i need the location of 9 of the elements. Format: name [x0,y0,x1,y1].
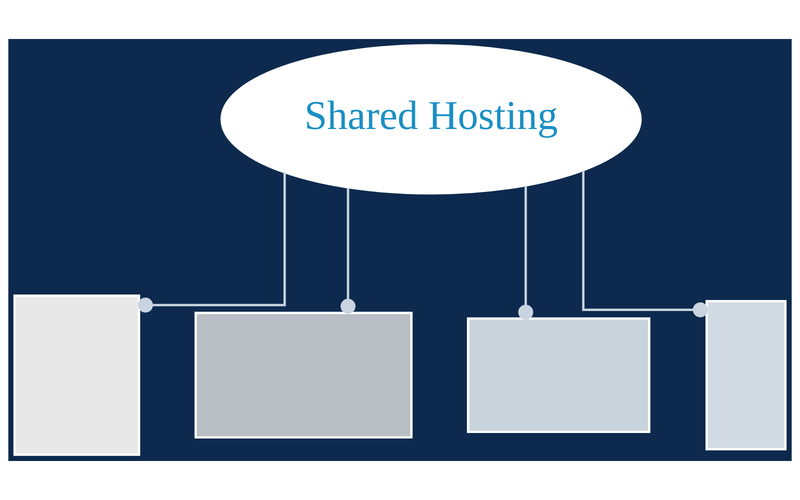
node-box [13,294,140,456]
connector [582,170,708,318]
connector [138,172,286,313]
node-ellipse: Shared Hosting [220,44,642,194]
node-box [705,300,787,450]
node-box [194,312,413,439]
connector [340,188,356,314]
connector [518,186,534,320]
node-box [466,317,650,434]
